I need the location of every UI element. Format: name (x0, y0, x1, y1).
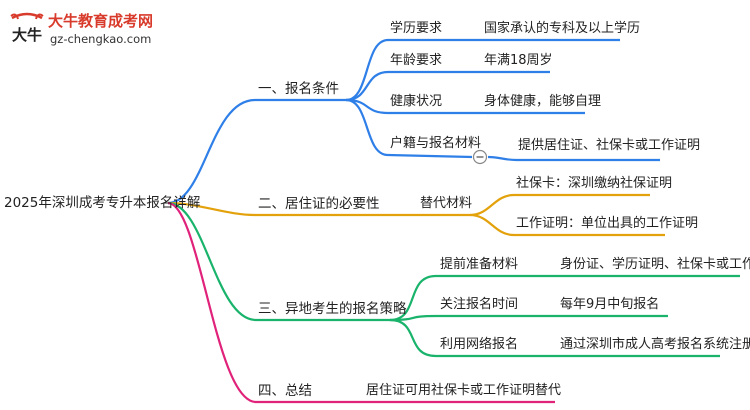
b1-item-3-value: 身体健康，能够自理 (484, 94, 602, 109)
branch-2-connectors (167, 193, 665, 237)
b1-item-2-value: 年满18周岁 (484, 53, 553, 68)
b3-item-1-key: 提前准备材料 (440, 257, 519, 272)
branch-1-label: 一、报名条件 (258, 81, 339, 97)
branch-1-connectors (167, 38, 660, 205)
b1-item-4-value: 提供居住证、社保卡或工作证明 (518, 138, 701, 153)
b1-item-2-key: 年龄要求 (390, 53, 443, 68)
b3-item-3-value: 通过深圳市成人高考报名系统注册 (560, 337, 750, 352)
b1-item-3-key: 健康状况 (390, 94, 443, 109)
site-logo: 大牛 大牛教育成考网 gz-chengkao.com (8, 8, 208, 54)
b2-item-1: 社保卡：深圳缴纳社保证明 (516, 176, 673, 191)
b1-item-4-key: 户籍与报名材料 (390, 136, 482, 151)
b3-item-2-value: 每年9月中旬报名 (560, 297, 660, 312)
b1-item-1-value: 国家承认的专科及以上学历 (484, 21, 641, 36)
b4-sub-label: 居住证可用社保卡或工作证明替代 (366, 383, 562, 398)
logo-mark-text: 大牛 (12, 26, 42, 44)
b2-item-2: 工作证明：单位出具的工作证明 (516, 216, 699, 231)
b3-item-2-key: 关注报名时间 (440, 297, 519, 312)
collapse-toggle-icon[interactable] (472, 149, 488, 165)
b3-item-3-key: 利用网络报名 (440, 337, 519, 352)
branch-3-label: 三、异地考生的报名策略 (258, 301, 407, 317)
b3-item-1-value: 身份证、学历证明、社保卡或工作证明 (560, 257, 750, 272)
branch-4-label: 四、总结 (258, 383, 312, 399)
branch-4-connectors (167, 201, 555, 404)
root-node: 2025年深圳成考专升本报名详解 (4, 195, 201, 211)
logo-mark-icon: 大牛 (10, 12, 44, 44)
b1-item-1-key: 学历要求 (390, 21, 443, 36)
branch-3-connectors (167, 201, 740, 358)
logo-url: gz-chengkao.com (50, 32, 152, 46)
b2-sub-label: 替代材料 (420, 196, 473, 211)
branch-2-label: 二、居住证的必要性 (258, 196, 380, 212)
logo-title: 大牛教育成考网 (48, 12, 154, 30)
